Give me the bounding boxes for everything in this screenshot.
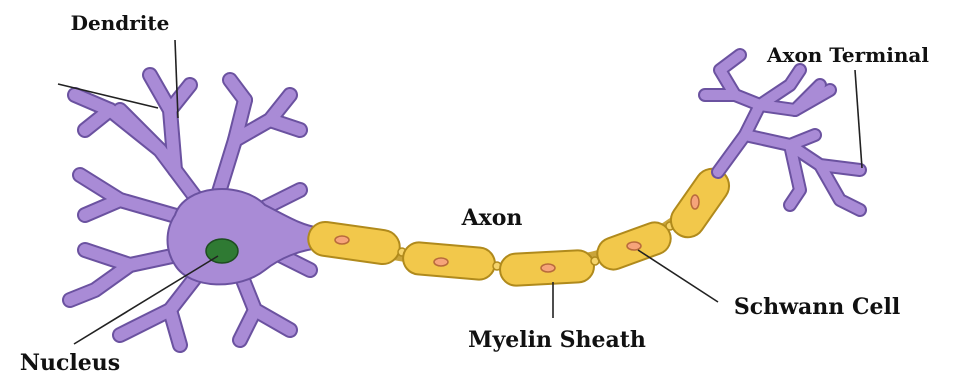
schwann-cell-label: Schwann Cell <box>734 294 900 320</box>
myelin-segment-5 <box>664 162 735 244</box>
axon-label: Axon <box>461 205 523 231</box>
schwann-nucleus-5 <box>691 195 699 209</box>
axon-terminal-label: Axon Terminal <box>766 43 929 67</box>
schwann-nucleus-2 <box>434 258 448 266</box>
schwann-nucleus-1 <box>335 236 349 244</box>
schwann-nucleus-4 <box>627 242 641 250</box>
schwann-nucleus-3 <box>541 264 555 272</box>
nucleus-label: Nucleus <box>20 350 120 376</box>
axon-terminal-leader <box>855 70 862 168</box>
myelin-segment-1 <box>306 220 402 266</box>
nucleus <box>206 239 238 263</box>
myelin-segment-2 <box>402 241 496 281</box>
dendrite-label: Dendrite <box>71 11 170 35</box>
myelin-sheath-label: Myelin Sheath <box>468 327 646 353</box>
schwann-cell-leader <box>638 250 718 302</box>
